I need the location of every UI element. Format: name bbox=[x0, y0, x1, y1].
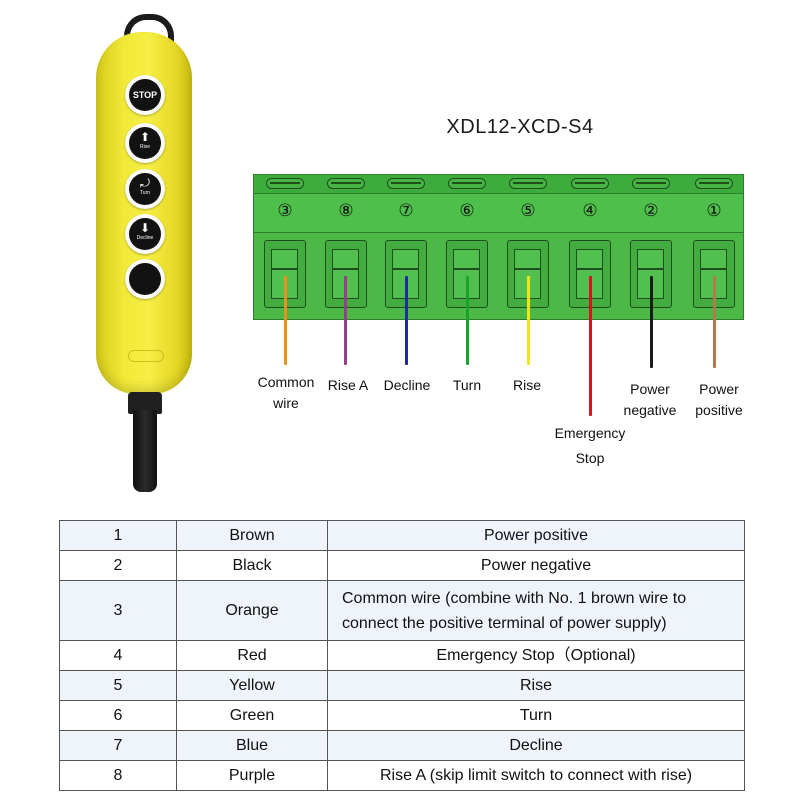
decline-button[interactable]: ⬇ Decline bbox=[125, 214, 165, 254]
wire-color: Blue bbox=[176, 730, 328, 761]
wire-color: Green bbox=[176, 700, 328, 731]
terminal-number: ⑧ bbox=[338, 201, 354, 220]
terminal-screw bbox=[387, 178, 425, 189]
turn-button-label: Turn bbox=[139, 190, 151, 196]
pin-function: Rise bbox=[327, 670, 745, 701]
turn-button[interactable]: ⤾ Turn bbox=[125, 169, 165, 209]
terminal-number: ⑥ bbox=[459, 201, 475, 220]
label-rise: Rise bbox=[512, 377, 541, 393]
wire-rise-yellow bbox=[527, 276, 530, 365]
terminal-screw bbox=[509, 178, 547, 189]
wire-color: Orange bbox=[176, 580, 328, 641]
table-row: 8 Purple Rise A (skip limit switch to co… bbox=[59, 760, 745, 791]
pin-function: Emergency Stop（Optional) bbox=[327, 640, 745, 671]
blank-button[interactable] bbox=[125, 259, 165, 299]
wire-color: Brown bbox=[176, 520, 328, 551]
model-title: XDL12-XCD-S4 bbox=[446, 116, 594, 138]
terminal-block-number-strip bbox=[253, 193, 744, 233]
pin-number: 8 bbox=[59, 760, 177, 791]
pin-function: Common wire (combine with No. 1 brown wi… bbox=[327, 580, 745, 641]
table-row: 1 Brown Power positive bbox=[59, 520, 745, 551]
terminal-number: ⑦ bbox=[398, 201, 414, 220]
terminal-number: ③ bbox=[277, 201, 293, 220]
wire-color: Black bbox=[176, 550, 328, 581]
wire-power-negative-black bbox=[650, 276, 653, 368]
wire-power-positive-brown bbox=[713, 276, 716, 368]
wire-emergency-stop-red bbox=[589, 276, 592, 416]
pin-function: Turn bbox=[327, 700, 745, 731]
terminal-number: ② bbox=[643, 201, 659, 220]
pin-number: 7 bbox=[59, 730, 177, 761]
terminal-slot bbox=[507, 240, 549, 308]
wire-color: Yellow bbox=[176, 670, 328, 701]
pin-function: Decline bbox=[327, 730, 745, 761]
table-row: 5 Yellow Rise bbox=[59, 670, 745, 701]
table-row: 6 Green Turn bbox=[59, 700, 745, 731]
terminal-slot bbox=[446, 240, 488, 308]
pin-number: 1 bbox=[59, 520, 177, 551]
table-row: 2 Black Power negative bbox=[59, 550, 745, 581]
wire-rise-a-purple bbox=[344, 276, 347, 365]
cable bbox=[133, 410, 157, 492]
wire-turn-green bbox=[466, 276, 469, 365]
pin-number: 2 bbox=[59, 550, 177, 581]
terminal-screw bbox=[632, 178, 670, 189]
arrow-up-icon: ⬆ bbox=[139, 130, 151, 144]
pendant-brand-plate bbox=[128, 350, 164, 362]
table-row: 4 Red Emergency Stop（Optional) bbox=[59, 640, 745, 671]
terminal-screw bbox=[266, 178, 304, 189]
terminal-number: ① bbox=[706, 201, 722, 220]
wire-decline-blue bbox=[405, 276, 408, 365]
pinout-table: 1 Brown Power positive 2 Black Power neg… bbox=[59, 520, 745, 791]
wire-color: Red bbox=[176, 640, 328, 671]
stop-button-label: STOP bbox=[132, 90, 158, 100]
arrow-down-icon: ⬇ bbox=[139, 221, 151, 235]
terminal-screw bbox=[327, 178, 365, 189]
terminal-slot bbox=[325, 240, 367, 308]
table-row: 3 Orange Common wire (combine with No. 1… bbox=[59, 580, 745, 641]
wire-color: Purple bbox=[176, 760, 328, 791]
table-row: 7 Blue Decline bbox=[59, 730, 745, 761]
terminal-number: ④ bbox=[582, 201, 598, 220]
pin-number: 4 bbox=[59, 640, 177, 671]
pin-number: 3 bbox=[59, 580, 177, 641]
wire-common-orange bbox=[284, 276, 287, 365]
cable-gland bbox=[128, 392, 162, 414]
pin-number: 5 bbox=[59, 670, 177, 701]
label-decline: Decline bbox=[383, 377, 431, 393]
rotate-icon: ⤾ bbox=[140, 176, 150, 190]
pin-function: Rise A (skip limit switch to connect wit… bbox=[327, 760, 745, 791]
label-turn: Turn bbox=[452, 377, 482, 393]
rise-button-label: Rise bbox=[139, 144, 150, 150]
stop-button[interactable]: STOP bbox=[125, 75, 165, 115]
label-rise-a: Rise A bbox=[327, 377, 369, 393]
terminal-number: ⑤ bbox=[520, 201, 536, 220]
decline-button-label: Decline bbox=[136, 235, 154, 241]
pin-function: Power positive bbox=[327, 520, 745, 551]
terminal-screw bbox=[448, 178, 486, 189]
pin-function: Power negative bbox=[327, 550, 745, 581]
rise-button[interactable]: ⬆ Rise bbox=[125, 123, 165, 163]
pin-number: 6 bbox=[59, 700, 177, 731]
terminal-screw bbox=[695, 178, 733, 189]
pendant-hanger bbox=[124, 14, 174, 50]
terminal-screw bbox=[571, 178, 609, 189]
